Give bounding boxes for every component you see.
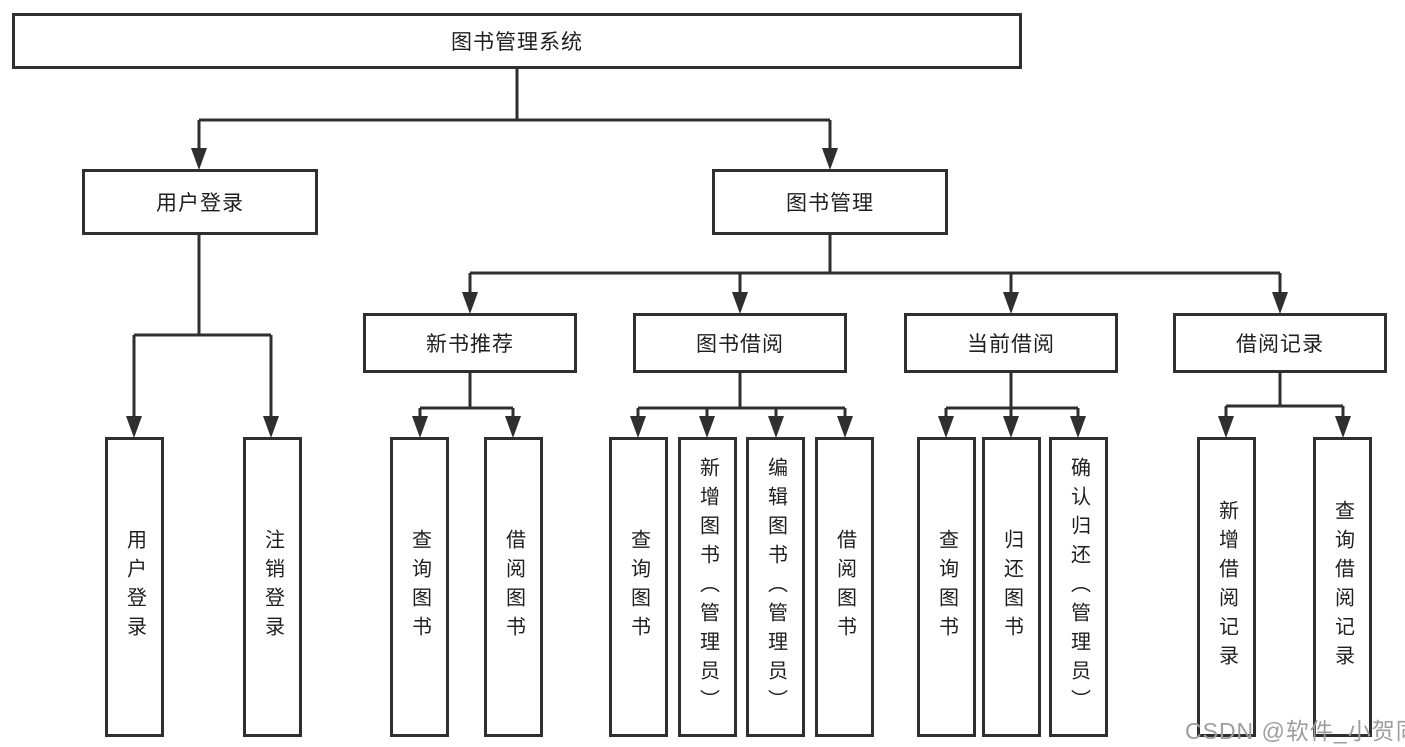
leaf-user-login: 用户登录 <box>105 437 164 737</box>
node-book-management-label: 图书管理 <box>786 192 874 215</box>
leaf-query-books-borrow-label: 查询图书 <box>627 529 650 645</box>
leaf-query-books-recommend: 查询图书 <box>390 437 449 737</box>
node-current-borrow-label: 当前借阅 <box>967 333 1055 356</box>
watermark: CSDN @软件_小贺同学 <box>1185 718 1405 744</box>
leaf-logout: 注销登录 <box>243 437 302 737</box>
leaf-return-books: 归还图书 <box>982 437 1041 737</box>
leaf-edit-book-admin-label: 编辑图书（管理员） <box>764 456 787 718</box>
leaf-add-book-admin: 新增图书（管理员） <box>678 437 737 737</box>
leaf-query-books-recommend-label: 查询图书 <box>408 529 431 645</box>
node-root-label: 图书管理系统 <box>451 31 583 54</box>
leaf-query-borrow-record: 查询借阅记录 <box>1313 437 1372 737</box>
node-new-book-recommend: 新书推荐 <box>363 313 577 373</box>
leaf-query-books-current: 查询图书 <box>917 437 976 737</box>
leaf-query-books-current-label: 查询图书 <box>935 529 958 645</box>
leaf-borrow-books: 借阅图书 <box>815 437 874 737</box>
leaf-borrow-books-recommend: 借阅图书 <box>484 437 543 737</box>
leaf-add-book-admin-label: 新增图书（管理员） <box>696 456 719 718</box>
node-user-login: 用户登录 <box>82 169 318 235</box>
node-user-login-label: 用户登录 <box>156 192 244 215</box>
node-borrow-records: 借阅记录 <box>1173 313 1387 373</box>
leaf-confirm-return-admin-label: 确认归还（管理员） <box>1067 456 1090 718</box>
leaf-return-books-label: 归还图书 <box>1000 529 1023 645</box>
leaf-user-login-label: 用户登录 <box>123 529 146 645</box>
node-borrow-records-label: 借阅记录 <box>1236 333 1324 356</box>
leaf-edit-book-admin: 编辑图书（管理员） <box>746 437 805 737</box>
leaf-logout-label: 注销登录 <box>261 529 284 645</box>
node-book-borrow-label: 图书借阅 <box>696 333 784 356</box>
node-current-borrow: 当前借阅 <box>904 313 1118 373</box>
leaf-borrow-books-recommend-label: 借阅图书 <box>502 529 525 645</box>
node-book-management: 图书管理 <box>712 169 948 235</box>
leaf-add-borrow-record: 新增借阅记录 <box>1197 437 1256 737</box>
node-root: 图书管理系统 <box>12 13 1022 69</box>
leaf-confirm-return-admin: 确认归还（管理员） <box>1049 437 1108 737</box>
node-book-borrow: 图书借阅 <box>633 313 847 373</box>
leaf-add-borrow-record-label: 新增借阅记录 <box>1215 500 1238 674</box>
leaf-query-borrow-record-label: 查询借阅记录 <box>1331 500 1354 674</box>
node-new-book-recommend-label: 新书推荐 <box>426 333 514 356</box>
leaf-borrow-books-label: 借阅图书 <box>833 529 856 645</box>
leaf-query-books-borrow: 查询图书 <box>609 437 668 737</box>
